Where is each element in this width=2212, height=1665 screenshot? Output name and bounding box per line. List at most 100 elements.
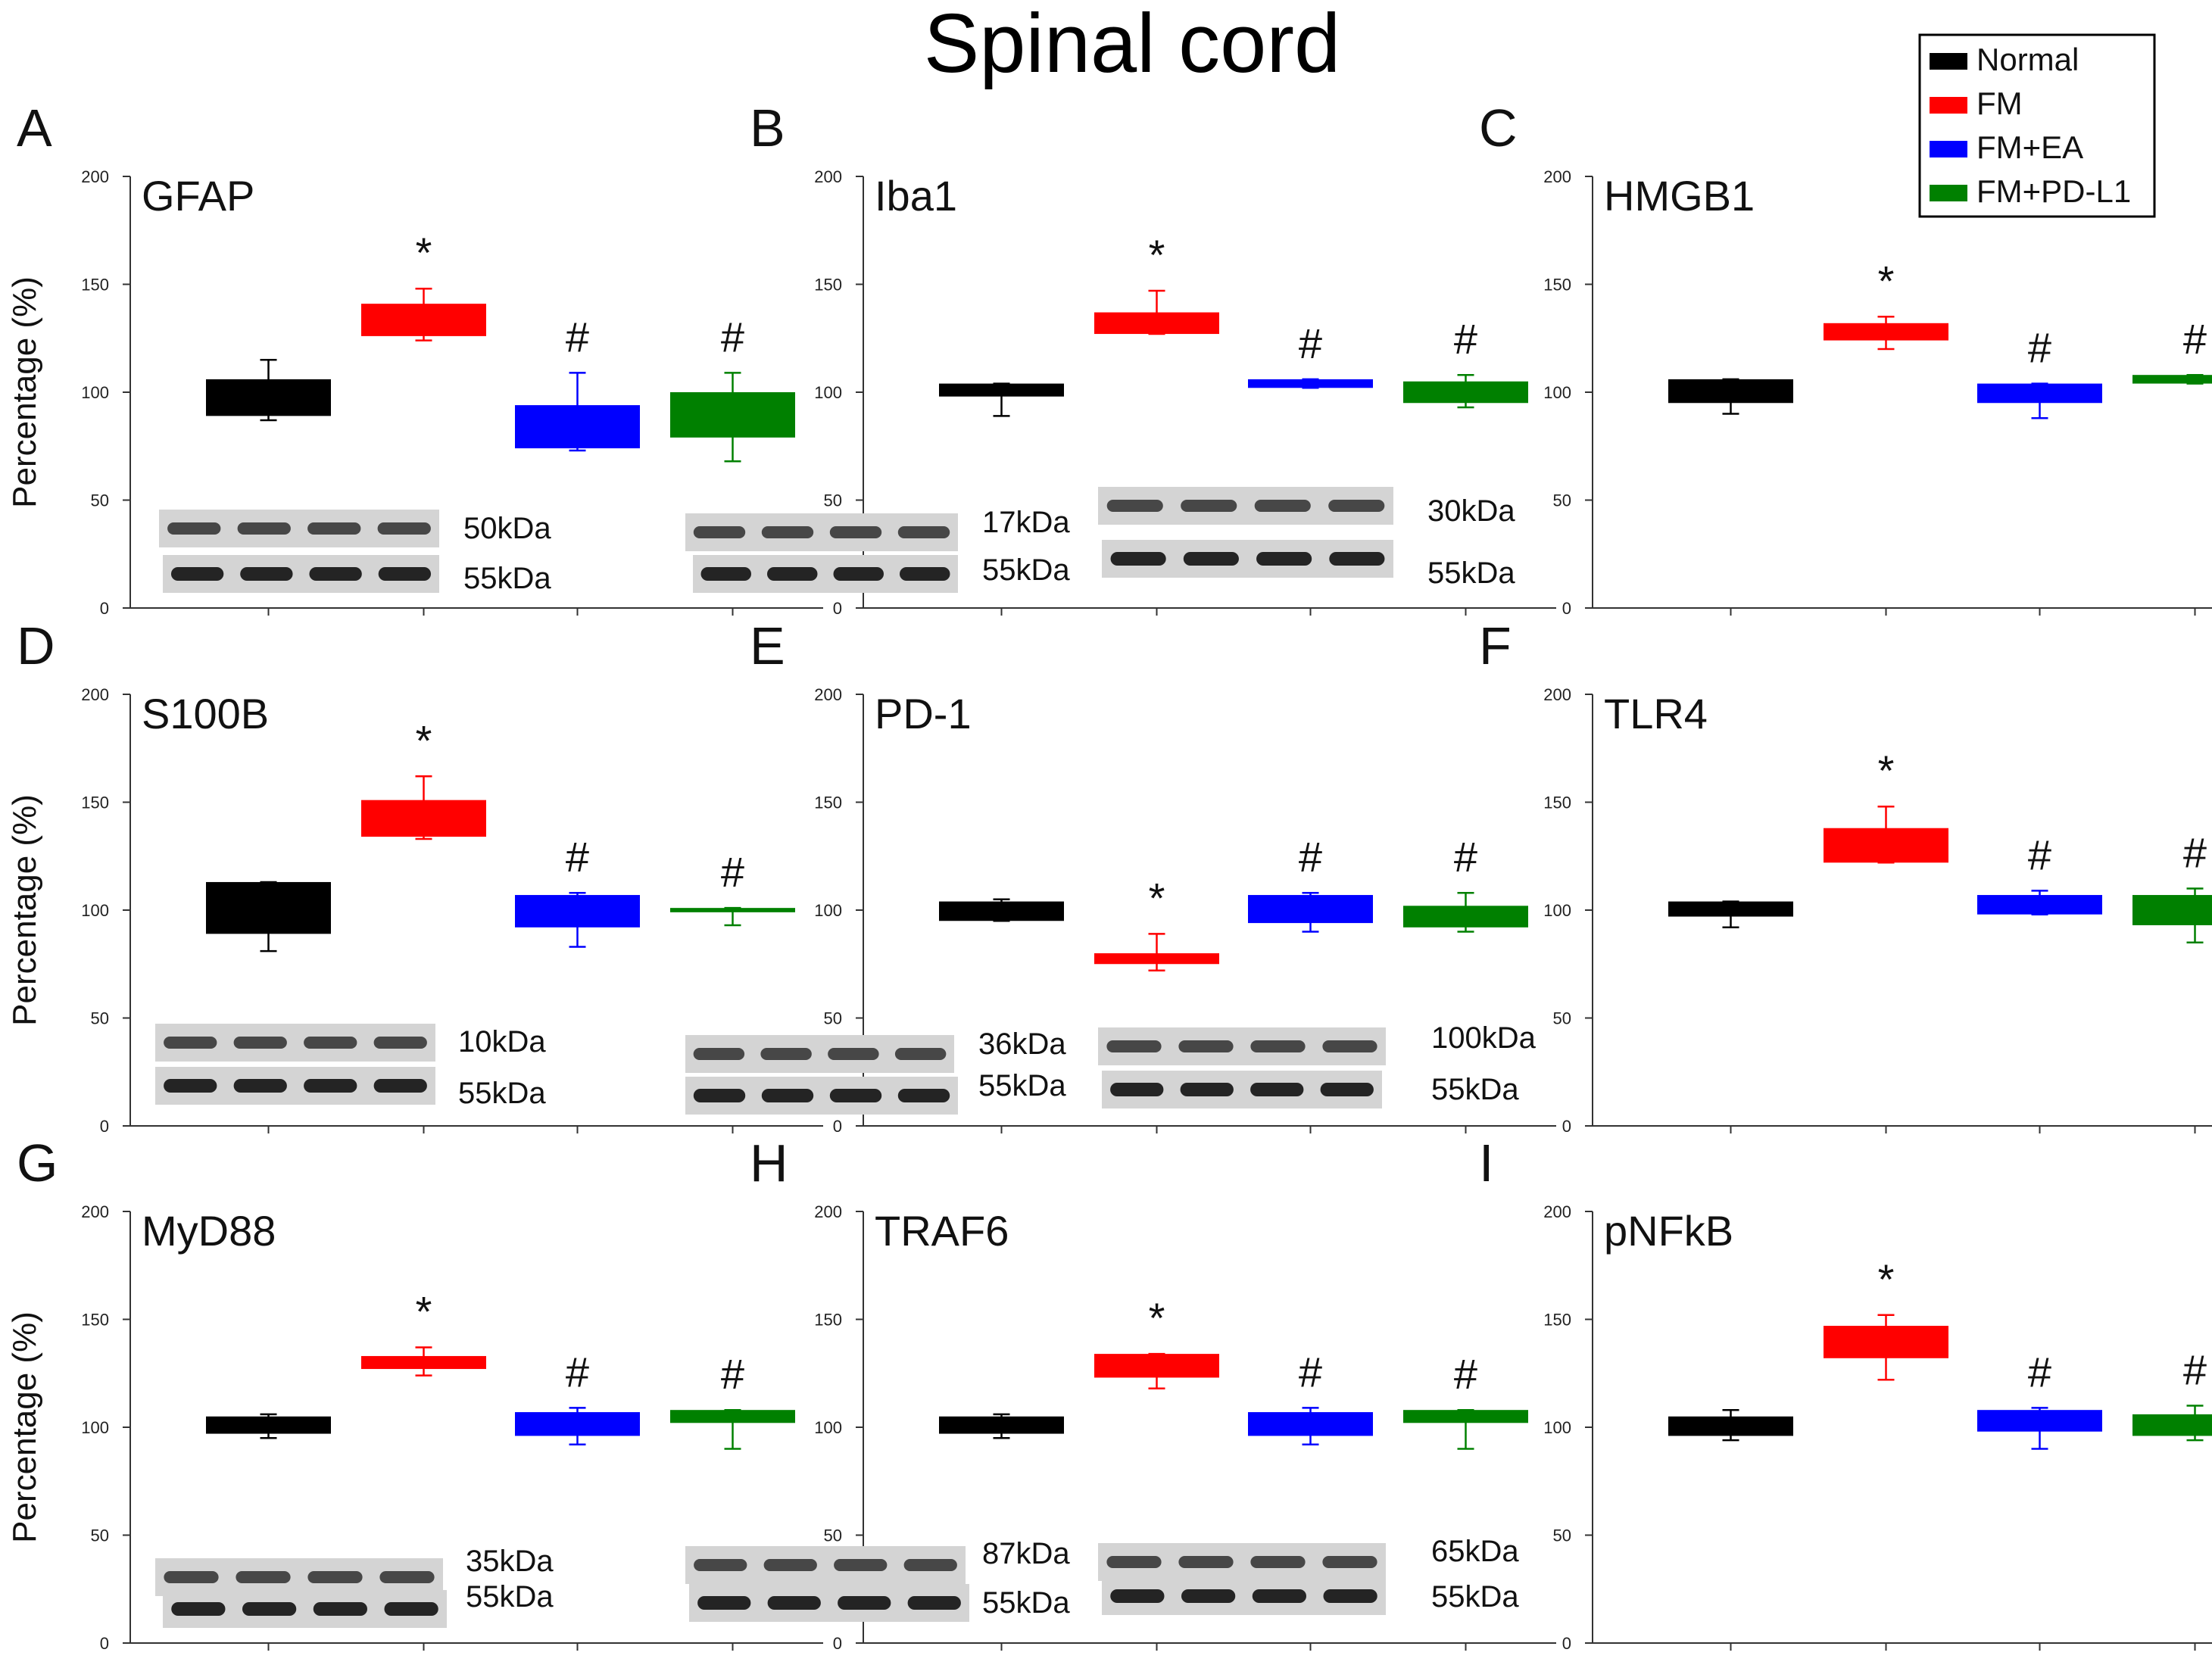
legend-swatch [1930,53,1967,70]
y-tick-label: 150 [1543,1311,1571,1330]
y-tick-label: 50 [824,1009,842,1028]
blot-size-label: 35kDa [466,1545,554,1578]
blot-target [685,1546,966,1584]
significance-hash: # [721,848,744,896]
y-tick-label: 0 [1562,1117,1571,1136]
blot-band [1106,1040,1162,1052]
y-axis-label: Percentage (%) [6,276,43,508]
y-tick-label: 0 [833,1117,842,1136]
significance-hash: # [2028,324,2051,372]
blot-band [894,1048,947,1060]
blot-target [1098,1027,1386,1065]
blot-target [1098,1543,1386,1581]
blot-target [155,1024,435,1062]
blot-size-label: 55kDa [463,562,551,595]
blot-band [1106,1556,1162,1568]
blot-band [164,1079,217,1093]
bar-fm-pd-l1 [2132,1414,2212,1436]
blot-band [760,1048,812,1060]
y-tick-label: 100 [1543,383,1571,402]
blot-band [1250,1083,1304,1096]
y-axis-label: Percentage (%) [6,1311,43,1543]
y-tick-label: 0 [1562,599,1571,618]
blot-loading-control [163,555,439,593]
blot-size-label: 55kDa [1431,1073,1519,1106]
panel-title: PD-1 [875,690,972,737]
blot-loading-control [1102,1577,1386,1615]
panel-title: GFAP [142,172,254,220]
y-tick-label: 200 [1543,1202,1571,1221]
blot-band [377,522,431,535]
panel-letter: C [1479,98,1518,157]
bar-normal [206,1416,331,1434]
y-tick-label: 200 [81,1202,109,1221]
blot-band [307,522,361,535]
significance-hash: # [2183,829,2207,877]
bar-normal [206,881,331,934]
blot-size-label: 55kDa [1431,1580,1519,1614]
blot-target [1098,487,1393,525]
blot-band [1180,1083,1234,1096]
bar-fm-pd-l1 [1403,906,1528,928]
y-tick-label: 200 [81,685,109,704]
significance-star: * [1149,231,1165,279]
bar-fm-ea [1248,1412,1373,1436]
y-axis-label: Percentage (%) [6,794,43,1026]
bar-fm-ea [1977,1410,2102,1432]
significance-star: * [416,1288,432,1336]
blot-band [307,1571,363,1583]
significance-hash: # [1299,320,1322,367]
bar-fm [1824,828,1948,863]
y-tick-label: 0 [1562,1634,1571,1653]
significance-star: * [1149,1294,1165,1342]
bar-normal [1668,379,1793,404]
blot-band [373,1037,427,1049]
panel-title: S100B [142,690,269,737]
bar-fm-pd-l1 [1403,1410,1528,1423]
y-tick-label: 100 [814,1418,842,1437]
y-tick-label: 50 [1553,1526,1571,1545]
blot-size-label: 65kDa [1431,1535,1519,1568]
bar-normal [939,1416,1064,1434]
y-tick-label: 50 [1553,491,1571,510]
blot-band [833,567,884,581]
legend-label: FM [1976,86,2023,121]
y-tick-label: 200 [814,167,842,186]
bar-fm-pd-l1 [2132,895,2212,925]
bar-fm-pd-l1 [670,392,795,438]
panel-title: pNFkB [1604,1207,1733,1255]
significance-hash: # [721,313,744,360]
legend-swatch [1930,97,1967,114]
blot-loading-control [685,1077,958,1115]
blot-band [167,522,221,535]
blot-band [233,1037,287,1049]
bar-fm-ea [1977,895,2102,915]
significance-hash: # [2183,1346,2207,1394]
blot-band [1110,552,1166,566]
blot-band [1110,1083,1164,1096]
blot-band [304,1079,357,1093]
blot-band [313,1602,367,1616]
blot-size-label: 30kDa [1427,494,1515,528]
significance-hash: # [566,833,589,881]
bar-fm [1094,312,1219,335]
blot-loading-control [163,1590,447,1628]
significance-hash: # [2028,1348,2051,1395]
panel-letter: F [1479,616,1512,675]
y-tick-label: 150 [81,1311,109,1330]
blot-loading-control [1102,1071,1382,1108]
bar-normal [1668,901,1793,917]
panel-letter: G [17,1133,58,1193]
y-tick-label: 0 [833,599,842,618]
blot-size-label: 50kDa [463,512,551,545]
y-tick-label: 150 [81,794,109,812]
blot-target [685,1035,954,1073]
blot-band [384,1602,438,1616]
